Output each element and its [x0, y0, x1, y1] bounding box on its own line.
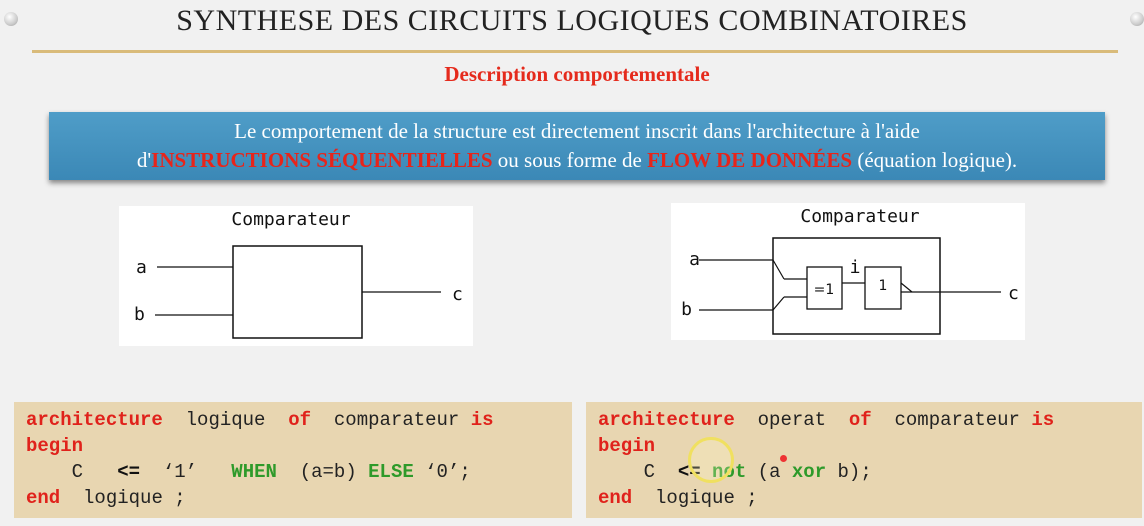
input-b-route	[772, 296, 785, 311]
input-a-route	[772, 259, 785, 280]
value-false: ‘0’;	[425, 461, 471, 483]
input-a-label: a	[136, 257, 147, 278]
keyword-is: is	[470, 409, 494, 431]
banner-line-2: d'INSTRUCTIONS SÉQUENTIELLES ou sous for…	[49, 146, 1105, 175]
comparator-blackbox-diagram: Comparateur a b c	[119, 206, 473, 346]
banner-highlight-sequential: INSTRUCTIONS SÉQUENTIELLES	[151, 148, 493, 172]
xor-gate-label: =1	[814, 282, 835, 298]
inversion-mark	[900, 282, 913, 293]
assign-operator: <=	[117, 461, 141, 483]
pointer-dot	[780, 455, 787, 462]
pointer-highlight-ring	[688, 437, 734, 483]
end-name: logique ;	[655, 487, 758, 509]
left-diagram-title: Comparateur	[231, 209, 350, 230]
comparator-box	[232, 245, 363, 339]
end-name: logique ;	[83, 487, 186, 509]
xor-gate	[806, 266, 843, 310]
title-divider	[32, 50, 1118, 53]
vhdl-code-when-else: architecture logique of comparateur is b…	[14, 402, 572, 518]
keyword-else: ELSE	[368, 461, 414, 483]
slide-bullet-dot-left	[4, 12, 18, 26]
comparator-gates-diagram: Comparateur =1 i 1 a b c	[671, 203, 1025, 340]
keyword-xor: xor	[791, 461, 827, 483]
slide-title: SYNTHESE DES CIRCUITS LOGIQUES COMBINATO…	[176, 4, 968, 37]
comparator-outer-box	[772, 237, 941, 335]
slide-subtitle: Description comportementale	[444, 62, 710, 86]
keyword-architecture: architecture	[26, 409, 163, 431]
not-gate	[864, 266, 902, 310]
vhdl-code-dataflow: architecture operat of comparateur is be…	[586, 402, 1142, 518]
banner-suffix: (équation logique).	[852, 148, 1018, 172]
output-c-label: c	[1008, 283, 1019, 304]
keyword-architecture: architecture	[598, 409, 735, 431]
input-a-label: a	[689, 249, 700, 270]
value-true: ‘1’	[162, 461, 198, 483]
keyword-when: WHEN	[231, 461, 277, 483]
paren-open: (a	[757, 461, 781, 483]
operand-end: b);	[837, 461, 872, 483]
input-b-label: b	[134, 304, 145, 325]
architecture-name: operat	[757, 409, 827, 431]
banner-prefix: d'	[136, 148, 152, 172]
banner-line-1: Le comportement de la structure est dire…	[234, 119, 920, 143]
entity-name: comparateur	[333, 409, 460, 431]
signal-name: C	[643, 461, 656, 483]
keyword-begin: begin	[26, 435, 84, 457]
not-gate-label: 1	[879, 278, 888, 294]
banner-middle: ou sous forme de	[492, 148, 648, 172]
input-b-label: b	[681, 299, 692, 320]
architecture-name: logique	[185, 409, 266, 431]
keyword-end: end	[598, 487, 633, 509]
output-c-label: c	[452, 284, 463, 305]
banner-highlight-dataflow: FLOW DE DONNÉES	[647, 148, 853, 172]
keyword-begin: begin	[598, 435, 656, 457]
slide-bullet-dot-right	[1130, 12, 1144, 26]
comparator-blackbox-svg: Comparateur a b c	[134, 209, 463, 339]
keyword-end: end	[26, 487, 61, 509]
signal-i-label: i	[850, 257, 861, 278]
keyword-of: of	[848, 409, 872, 431]
signal-name: C	[71, 461, 84, 483]
comparator-gates-svg: Comparateur =1 i 1 a b c	[681, 206, 1019, 335]
right-diagram-title: Comparateur	[800, 206, 919, 227]
keyword-of: of	[288, 409, 312, 431]
keyword-is: is	[1031, 409, 1055, 431]
definition-banner: Le comportement de la structure est dire…	[49, 112, 1105, 180]
entity-name: comparateur	[894, 409, 1020, 431]
condition: (a=b)	[299, 461, 357, 483]
